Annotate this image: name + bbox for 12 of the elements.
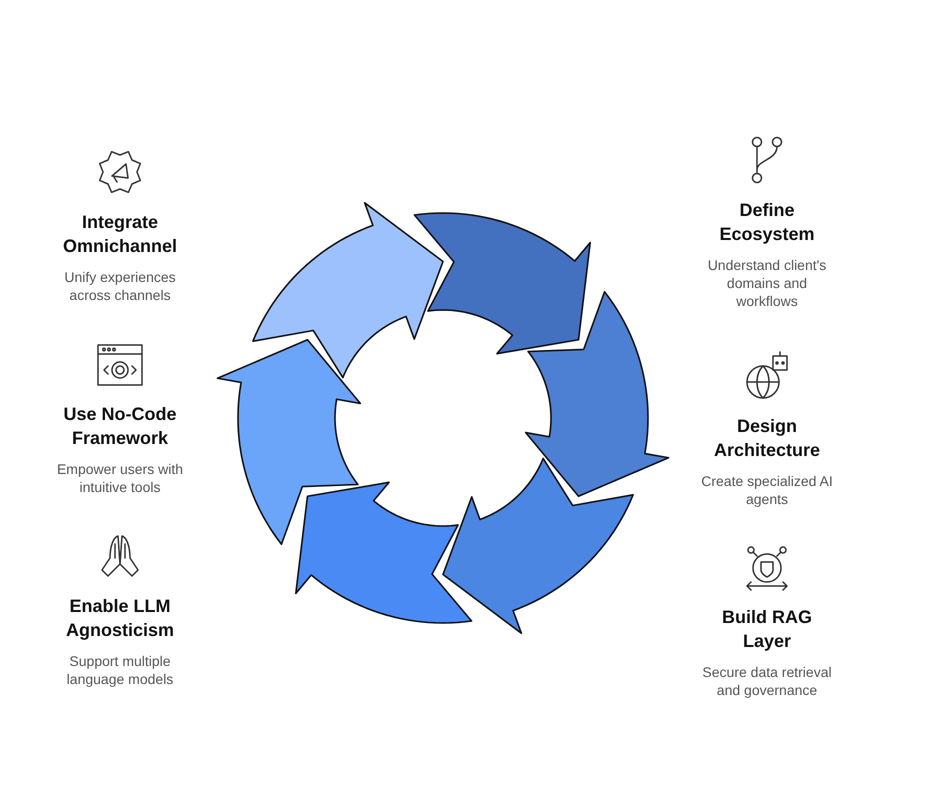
step-description: Secure data retrieval and governance xyxy=(701,663,833,699)
step-description: Empower users with intuitive tools xyxy=(56,460,184,496)
step-description: Create specialized AI agents xyxy=(700,472,834,508)
step-description: Unify experiences across channels xyxy=(63,268,177,304)
step-title: Build RAG Layer xyxy=(721,606,813,653)
step-title: Use No-Code Framework xyxy=(62,403,178,450)
step-title: Integrate Omnichannel xyxy=(62,211,178,258)
step-description: Support multiple language models xyxy=(66,652,174,688)
step-title: Design Architecture xyxy=(712,415,822,462)
step-description: Understand client's domains and workflows xyxy=(706,256,828,310)
step-title: Define Ecosystem xyxy=(718,199,816,246)
step-title: Enable LLM Agnosticism xyxy=(64,595,176,642)
